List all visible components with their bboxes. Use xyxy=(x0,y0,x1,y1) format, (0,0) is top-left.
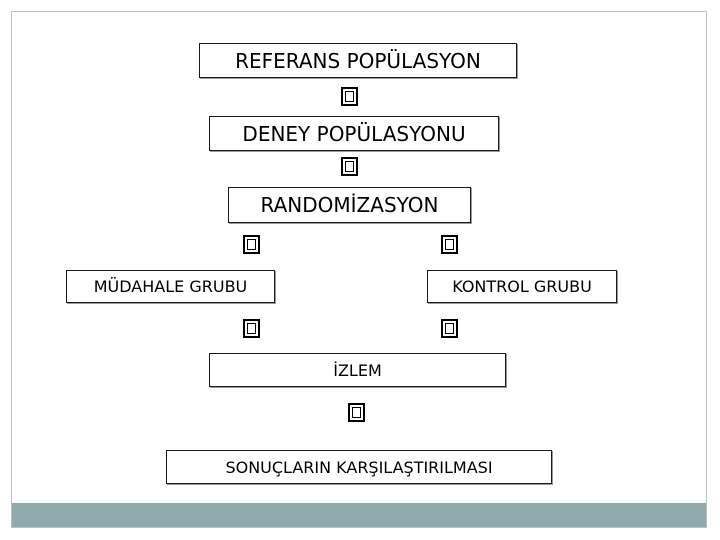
missing-glyph-box-icon xyxy=(243,235,260,254)
footer-bar xyxy=(12,503,706,527)
box-control-group: KONTROL GRUBU xyxy=(427,270,617,303)
missing-glyph-box-icon xyxy=(348,403,365,422)
box-intervention-group: MÜDAHALE GRUBU xyxy=(66,270,275,303)
missing-glyph-box-icon xyxy=(341,157,358,176)
box-reference-population: REFERANS POPÜLASYON xyxy=(199,43,517,78)
box-follow-up: İZLEM xyxy=(209,353,506,387)
box-randomization: RANDOMİZASYON xyxy=(228,187,471,223)
missing-glyph-box-icon xyxy=(341,87,358,106)
slide-frame xyxy=(11,11,707,528)
box-experimental-population: DENEY POPÜLASYONU xyxy=(209,116,499,151)
missing-glyph-box-icon xyxy=(441,235,458,254)
box-comparison-of-results: SONUÇLARIN KARŞILAŞTIRILMASI xyxy=(166,450,552,484)
missing-glyph-box-icon xyxy=(441,319,458,338)
missing-glyph-box-icon xyxy=(243,319,260,338)
